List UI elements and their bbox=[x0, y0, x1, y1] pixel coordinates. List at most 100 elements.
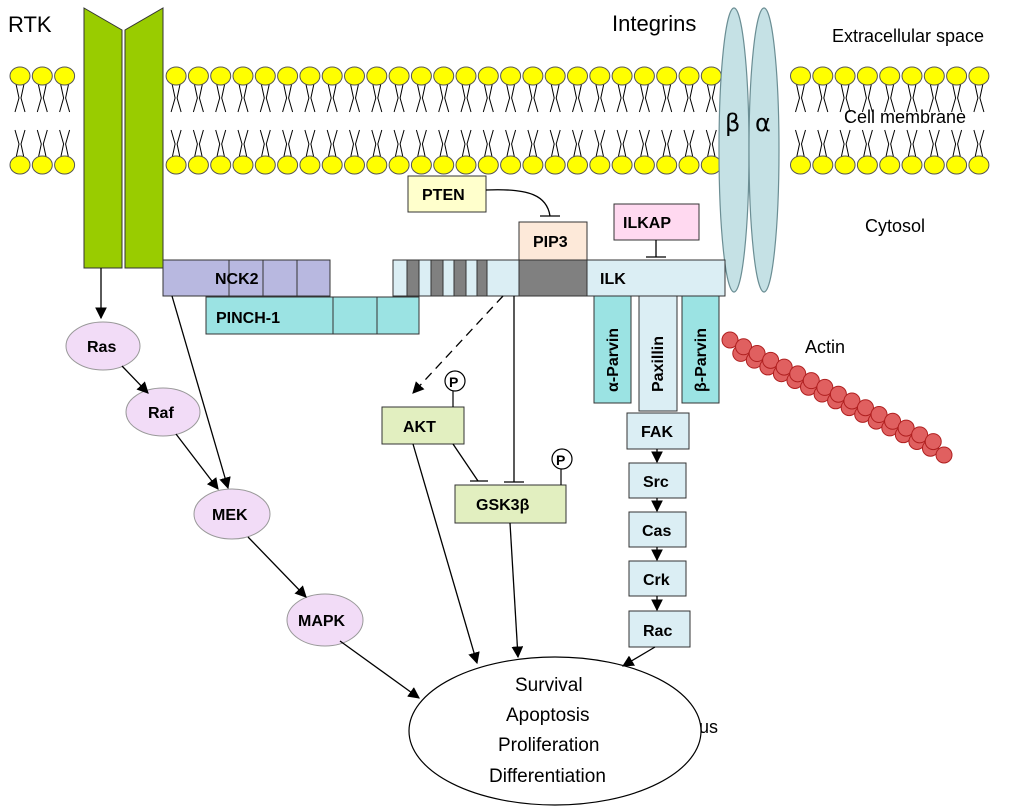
lipid-head bbox=[388, 155, 410, 175]
actin-monomer bbox=[802, 372, 820, 390]
actin-monomer bbox=[735, 338, 753, 356]
lipid-head bbox=[856, 66, 878, 86]
rtk-label: RTK bbox=[8, 12, 52, 37]
actin-monomer bbox=[870, 406, 888, 424]
lipid-head bbox=[968, 66, 990, 86]
crk-label: Crk bbox=[643, 572, 670, 589]
paxillin-label: Paxillin bbox=[650, 336, 667, 392]
lipid-head bbox=[522, 66, 544, 86]
lipid-tails bbox=[683, 83, 695, 159]
actin-monomer bbox=[789, 365, 807, 383]
fak-label: FAK bbox=[641, 424, 673, 441]
raf-label: Raf bbox=[148, 405, 174, 422]
cas-label: Cas bbox=[642, 523, 671, 540]
lipid-head bbox=[366, 155, 388, 175]
lipid-tails bbox=[393, 83, 405, 159]
lipid-head bbox=[901, 66, 923, 86]
lipid-head bbox=[254, 66, 276, 86]
lipid-head bbox=[633, 155, 655, 175]
actin-label: Actin bbox=[805, 337, 845, 357]
lipid-tails bbox=[371, 83, 383, 159]
lipid-head bbox=[410, 155, 432, 175]
lipid-head bbox=[344, 155, 365, 175]
lipid-head bbox=[700, 155, 722, 175]
lipid-head bbox=[410, 66, 432, 86]
lipid-head bbox=[299, 155, 321, 175]
alpha-symbol: α bbox=[755, 109, 771, 137]
lipid-head bbox=[567, 155, 588, 175]
outcome-apoptosis: Apoptosis bbox=[506, 705, 589, 726]
integrin-alpha bbox=[748, 7, 780, 293]
lipid-head bbox=[254, 155, 276, 175]
lipid-tails bbox=[928, 83, 940, 159]
mek-label: MEK bbox=[212, 507, 248, 524]
lipid-head bbox=[277, 155, 299, 175]
lipid-tails bbox=[259, 83, 271, 159]
lipid-head bbox=[299, 66, 321, 86]
lipid-head bbox=[834, 66, 856, 86]
lipid-tails bbox=[638, 83, 650, 159]
actin-monomer bbox=[762, 351, 780, 369]
lipid-tails bbox=[505, 83, 517, 159]
lipid-head bbox=[433, 66, 455, 86]
src-box bbox=[628, 462, 687, 499]
lipid-head bbox=[277, 66, 299, 86]
akt-phospho bbox=[444, 370, 466, 392]
arrow-mapk-nucleus bbox=[339, 640, 420, 699]
lipid-tails bbox=[170, 83, 182, 159]
arrow-rac-nucleus bbox=[621, 646, 656, 667]
lipid-head bbox=[946, 66, 968, 86]
lipid-head bbox=[433, 155, 455, 175]
lipid-head bbox=[567, 66, 588, 86]
akt-phospho-label: P bbox=[449, 374, 458, 390]
actin-filament bbox=[721, 331, 953, 464]
lipid-tails bbox=[36, 83, 48, 159]
lipid-tails bbox=[594, 83, 606, 159]
actin-monomer bbox=[816, 378, 834, 396]
lipid-tails bbox=[482, 83, 494, 159]
lipid-tails bbox=[349, 83, 360, 159]
actin-monomer bbox=[829, 385, 847, 403]
cytosol-label: Cytosol bbox=[865, 216, 925, 236]
arrow-raf-mek bbox=[175, 433, 219, 490]
lipid-tails bbox=[215, 83, 227, 159]
pathway-connectors bbox=[95, 189, 666, 699]
lipid-head bbox=[210, 155, 232, 175]
ras-node bbox=[65, 321, 141, 371]
lipid-head bbox=[633, 66, 655, 86]
lipid-tails bbox=[973, 83, 985, 159]
arrow-ras-raf bbox=[121, 365, 149, 394]
actin-monomer bbox=[748, 345, 766, 363]
lipid-head bbox=[790, 155, 811, 175]
integrin-beta bbox=[718, 7, 750, 293]
fak-box bbox=[626, 412, 690, 450]
lipid-head bbox=[544, 155, 566, 175]
arrow-gsk3b-nucleus bbox=[509, 522, 524, 659]
pip3-label: PIP3 bbox=[533, 234, 568, 251]
cas-box bbox=[628, 511, 687, 548]
paxillin-box bbox=[638, 295, 678, 412]
arrow-ilk-akt bbox=[412, 295, 504, 394]
lipid-tails bbox=[527, 83, 539, 159]
ras-label: Ras bbox=[87, 339, 116, 356]
pten-label: PTEN bbox=[422, 187, 465, 204]
lipid-tails bbox=[192, 83, 204, 159]
actin-monomer bbox=[884, 412, 902, 430]
lipid-head bbox=[232, 155, 254, 175]
lipid-head bbox=[500, 155, 522, 175]
mapk-label: MAPK bbox=[298, 613, 346, 630]
lipid-tails bbox=[549, 83, 561, 159]
lipid-tails bbox=[460, 83, 472, 159]
lipid-head bbox=[31, 155, 53, 175]
lipid-head bbox=[968, 155, 990, 175]
lipid-tails bbox=[282, 83, 294, 159]
lipid-tails bbox=[839, 83, 851, 159]
actin-monomer bbox=[721, 331, 739, 349]
integrins-label: Integrins bbox=[612, 11, 696, 36]
lipid-tails bbox=[616, 83, 628, 159]
lipid-tails bbox=[906, 83, 918, 159]
alpha-parvin-label: α-Parvin bbox=[605, 328, 622, 392]
alpha-parvin-box bbox=[593, 295, 632, 404]
crk-box bbox=[628, 560, 687, 597]
lipid-tails bbox=[59, 83, 71, 159]
